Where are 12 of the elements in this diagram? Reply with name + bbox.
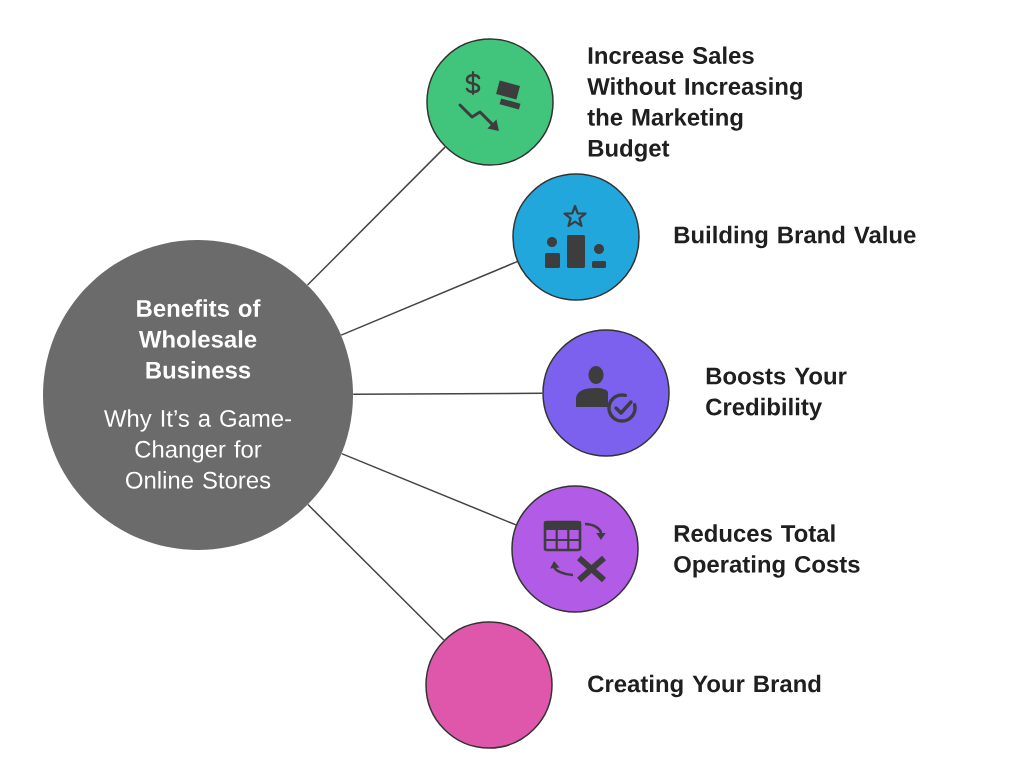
benefit-label: Building Brand Value [674, 225, 916, 249]
connector-line [307, 503, 445, 641]
hub-title: Benefits of Wholesale Business [137, 299, 261, 379]
hub-subtitle: Why It’s a Game-Changer for Online Stores [104, 409, 292, 489]
connector-line [352, 392, 543, 395]
benefit-label: Reduces Total Operating Costs [674, 524, 860, 578]
connector-line [306, 146, 446, 286]
benefit-label: Boosts Your Credibility [706, 367, 847, 421]
connector-line [340, 260, 518, 336]
benefit-label: Creating Your Brand [588, 674, 821, 698]
connector-line [340, 452, 517, 526]
benefit-label: Increase Sales Without Increasing the Marketing Budget [587, 46, 802, 162]
